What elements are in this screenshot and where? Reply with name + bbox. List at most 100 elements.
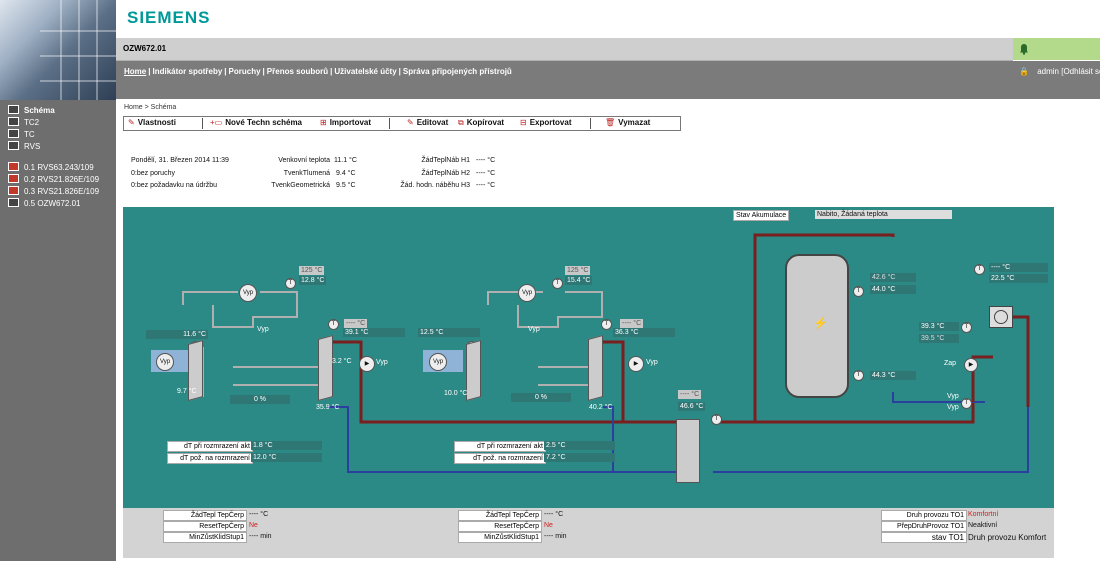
sidebar: Schéma TC2 TC RVS 0.1 RVS63.243/109 0.2 …	[0, 100, 116, 561]
c1-sensor-icon: T	[285, 278, 296, 289]
right-sensor-icon: T	[961, 398, 972, 409]
c2-bottom-temp: 40.2 °C	[589, 404, 613, 411]
b-right-val-1: Neaktivní	[968, 522, 998, 529]
sidebar-item-tc2[interactable]: TC2	[8, 117, 39, 127]
c2-fan-icon[interactable]: Vyp	[429, 353, 447, 371]
folder-icon	[8, 141, 19, 150]
lock-icon: 🔒	[1019, 67, 1029, 76]
c2-setpoint-2: 15.4 °C	[565, 276, 593, 285]
sidebar-item-rvs[interactable]: RVS	[8, 141, 40, 151]
c1-compressor-icon[interactable]: Vyp	[239, 284, 257, 302]
outdoor-temp-value: 11.1 °C	[334, 157, 357, 164]
outdoor-temp-label: Venkovní teplota	[278, 157, 330, 164]
copy-button[interactable]: ⧉Kopírovat	[458, 118, 505, 127]
controller-icon	[8, 162, 19, 171]
c1-setpoint-2: 12.8 °C	[299, 276, 327, 285]
folder-icon	[8, 129, 19, 138]
nav-sprava[interactable]: Správa připojených přístrojů	[402, 67, 512, 76]
nav-poruchy[interactable]: Poruchy	[228, 67, 261, 76]
c1-right-temp: 3.2 °C	[332, 358, 352, 365]
c2-dt-actual-value: 2.5 °C	[544, 441, 615, 450]
damped-temp-value: 9.4 °C	[336, 170, 356, 177]
properties-button[interactable]: ✎Vlastnosti	[128, 118, 176, 127]
device-title-bar: OZW672.01	[116, 38, 1013, 61]
b-mid-val-1: Ne	[544, 522, 553, 529]
right-temp-1: 39.3 °C	[919, 322, 959, 331]
b-mid-label-1: ResetTepČerp	[458, 521, 542, 532]
setpoint-h3-value: ---- °C	[476, 182, 496, 189]
b-left-label-2: MinZůstKlidStup1	[163, 532, 247, 543]
c2-evap-in: 12.5 °C	[418, 328, 480, 337]
b-mid-val-0: ---- °C	[544, 511, 564, 518]
import-button[interactable]: ⊞Importovat	[320, 118, 372, 127]
c2-valve-pos: 0 %	[511, 393, 571, 402]
delete-button[interactable]: 🗑Vymazat	[605, 118, 651, 127]
logout-link[interactable]: [Odhlásit se]	[1061, 67, 1100, 76]
bell-icon	[1020, 44, 1028, 55]
tank-sensor-icon: T	[853, 370, 864, 381]
right-pump-icon[interactable]: ▶	[964, 358, 978, 372]
sidebar-item-device-5[interactable]: 0.5 OZW672.01	[8, 198, 80, 208]
hx-temp: 46.6 °C	[678, 402, 706, 411]
right-valve-label-2: Vyp	[947, 404, 959, 411]
sidebar-item-device-3[interactable]: 0.3 RVS21.826E/109	[8, 186, 99, 196]
right-sensor-icon: T	[961, 322, 972, 333]
user-area: 🔒 admin [Odhlásit se]	[1019, 67, 1100, 76]
c2-pump-icon[interactable]: ▶	[628, 356, 644, 372]
header-image	[0, 0, 116, 100]
b-left-val-0: ---- °C	[249, 511, 269, 518]
nav-indikator[interactable]: Indikátor spotřeby	[152, 67, 223, 76]
bottom-panel: ŽádTepl TepČerp ---- °C ResetTepČerp Ne …	[123, 508, 1054, 558]
c1-valve-pos: 0 %	[230, 395, 290, 404]
maintenance-status: 0:bez požadavku na údržbu	[131, 182, 218, 189]
setpoint-h2-label: ŽádTeplNáb H2	[421, 170, 470, 177]
trash-icon: 🗑	[605, 118, 616, 127]
hx-dash-temp: ---- °C	[678, 390, 702, 399]
room-unit-icon[interactable]	[989, 306, 1013, 328]
export-button[interactable]: ⊟Exportovat	[520, 118, 572, 127]
accumulation-status-label: Stav Akumulace	[733, 210, 790, 221]
sidebar-item-schema[interactable]: Schéma	[8, 105, 55, 115]
new-schema-button[interactable]: +▭Nové Techn schéma	[210, 118, 303, 127]
c2-mid-temp: 36.3 °C	[613, 328, 675, 337]
sidebar-item-device-2[interactable]: 0.2 RVS21.826E/109	[8, 174, 99, 184]
fault-status: 0:bez poruchy	[131, 170, 175, 177]
b-left-val-2: ---- min	[249, 533, 272, 540]
geometric-temp-value: 9.5 °C	[336, 182, 356, 189]
heat-exchanger	[676, 419, 700, 483]
nav-home[interactable]: Home	[124, 67, 147, 76]
setpoint-h2-value: ---- °C	[476, 170, 496, 177]
c2-sensor-icon: T	[601, 319, 612, 330]
c1-evap-in: 11.6 °C	[146, 330, 208, 339]
c1-condenser	[318, 334, 333, 402]
b-mid-label-0: ŽádTepl TepČerp	[458, 510, 542, 521]
alarm-indicator[interactable]	[1013, 38, 1100, 60]
c1-pump-label: Vyp	[376, 359, 388, 366]
nav-ucty[interactable]: Uživatelské účty	[334, 67, 397, 76]
sidebar-item-device-1[interactable]: 0.1 RVS63.243/109	[8, 162, 94, 172]
tank-temp-1: 42.6 °C	[870, 273, 916, 282]
right-temp-2: 39.5 °C	[919, 334, 959, 343]
c1-dt-actual-label: dT při rozmrazení akt	[167, 441, 253, 452]
c2-dt-required-label: dT pož. na rozmrazení	[454, 453, 546, 464]
c1-pump-icon[interactable]: ▶	[359, 356, 375, 372]
b-mid-label-2: MinZůstKlidStup1	[458, 532, 542, 543]
user-name: admin	[1037, 67, 1059, 76]
right-pump-state: Zap	[944, 360, 957, 367]
setpoint-h1-label: ŽádTeplNáb H1	[421, 157, 470, 164]
sidebar-item-tc[interactable]: TC	[8, 129, 35, 139]
c2-compressor-icon[interactable]: Vyp	[518, 284, 536, 302]
edit-icon: ✎	[407, 118, 414, 127]
c1-dt-actual-value: 1.8 °C	[251, 441, 322, 450]
c2-evap-out: 10.0 °C	[444, 390, 468, 397]
c1-fan-icon[interactable]: Vyp	[156, 353, 174, 371]
edit-button[interactable]: ✎Editovat	[407, 118, 449, 127]
setpoint-h3-label: Žád. hodn. náběhu H3	[400, 182, 470, 189]
siemens-logo: SIEMENS	[127, 8, 211, 27]
b-right-label-0: Druh provozu TO1	[881, 510, 967, 521]
accumulation-tank: ⚡	[785, 254, 849, 398]
c2-dt-actual-label: dT při rozmrazení akt	[454, 441, 546, 452]
b-right-val-0: Komfortní	[968, 511, 999, 518]
nav-prenos[interactable]: Přenos souborů	[266, 67, 329, 76]
b-left-val-1: Ne	[249, 522, 258, 529]
